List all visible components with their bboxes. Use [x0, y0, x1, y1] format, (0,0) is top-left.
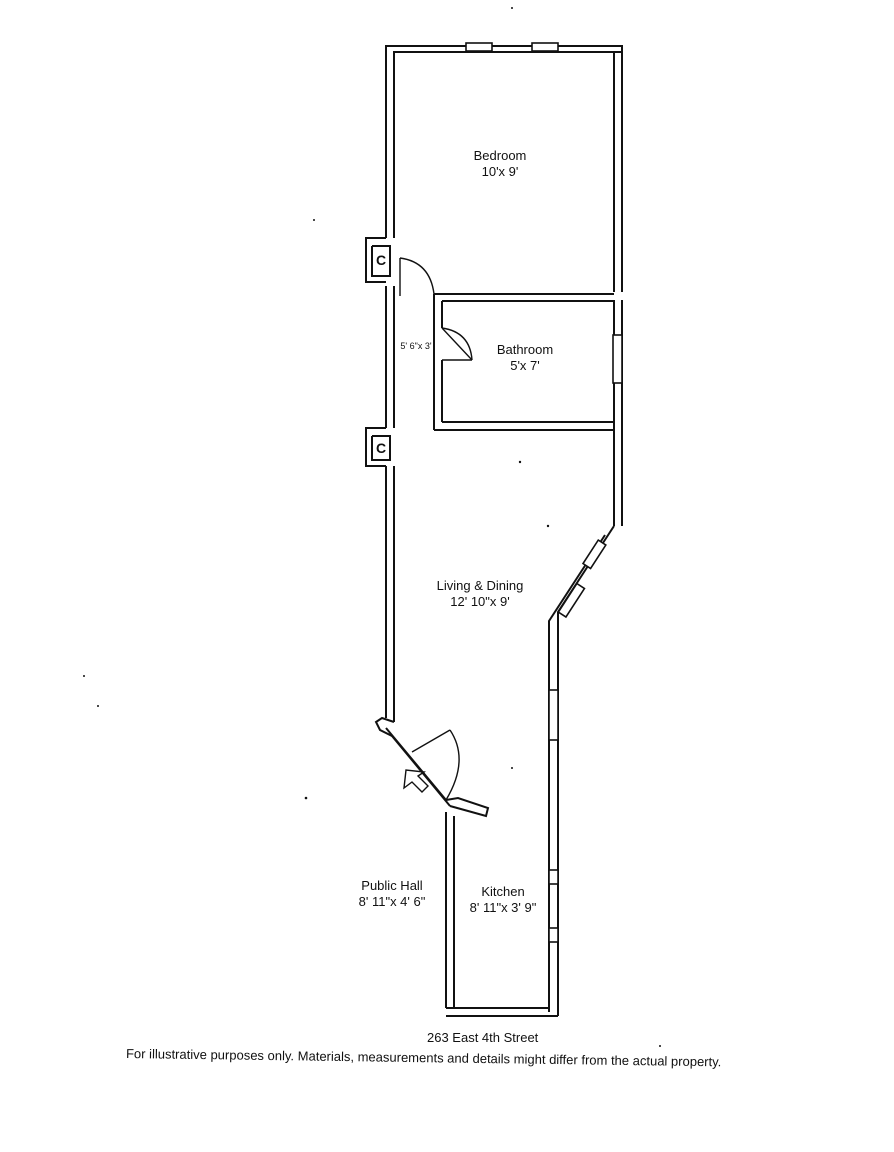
bathroom-name: Bathroom [496, 342, 554, 357]
bathroom-door [441, 327, 473, 361]
lower-closet-label: C [376, 440, 387, 456]
kitchen-walls [445, 812, 558, 1017]
public-hall-name: Public Hall [361, 878, 423, 893]
property-address: 263 East 4th Street [427, 1030, 539, 1045]
kitchen-name: Kitchen [481, 884, 525, 899]
living-name: Living & Dining [436, 578, 524, 593]
kitchen-label: Kitchen 8' 11"x 3' 9" [470, 884, 537, 916]
entry-arrow-icon [403, 769, 429, 793]
kitchen-size: 8' 11"x 3' 9" [469, 900, 537, 915]
public-hall-label: Public Hall 8' 11"x 4' 6" [359, 878, 426, 910]
east-wall [612, 46, 623, 526]
living-east-wall [548, 525, 615, 1016]
public-hall-size: 8' 11"x 4' 6" [358, 894, 426, 909]
living-label: Living & Dining 12' 10"x 9' [437, 578, 524, 610]
hallway-size: 5' 6"x 3' [400, 341, 432, 351]
bathroom-walls [433, 293, 614, 431]
upper-closet-label: C [376, 252, 387, 268]
living-size: 12' 10"x 9' [450, 594, 510, 609]
bathroom-size: 5'x 7' [510, 358, 540, 373]
bedroom-windows [465, 42, 559, 52]
bedroom-label: Bedroom 10'x 9' [474, 148, 527, 180]
upper-closet [365, 237, 391, 283]
bedroom-size: 10'x 9' [481, 164, 519, 179]
bedroom-door [399, 257, 435, 296]
entry-walls [374, 716, 490, 818]
scan-specks [83, 7, 661, 1047]
lower-closet [365, 427, 391, 467]
bathroom-label: Bathroom 5'x 7' [497, 342, 553, 374]
bedroom-name: Bedroom [473, 148, 527, 163]
